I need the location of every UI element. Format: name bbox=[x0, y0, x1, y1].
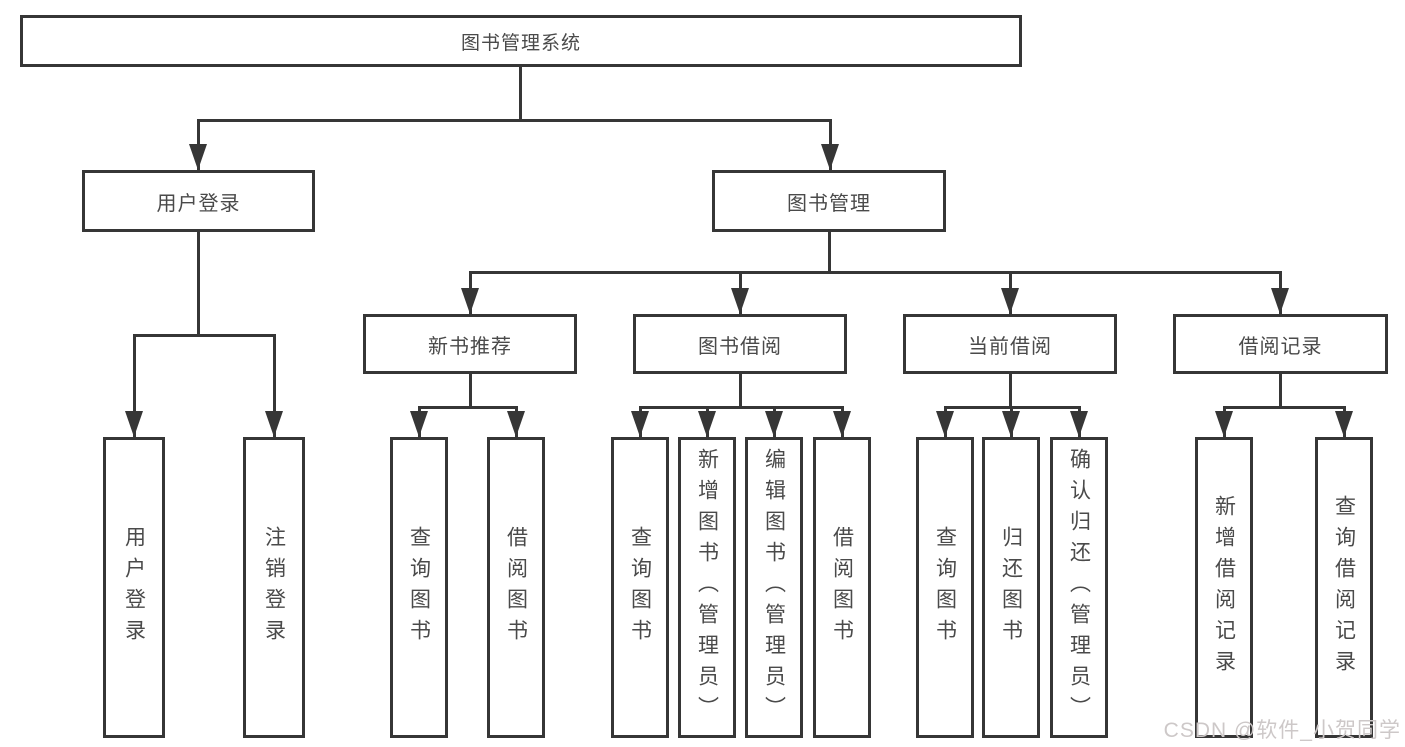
arrowhead-icon bbox=[1271, 288, 1289, 314]
connector-book-borrow-stem bbox=[739, 374, 742, 408]
connector-book-management-stem bbox=[828, 232, 831, 273]
node-leaf-edit-books-admin: 编辑图书（管理员） bbox=[745, 437, 803, 738]
node-new-book-recommendation: 新书推荐 bbox=[363, 314, 577, 374]
arrowhead-icon bbox=[821, 144, 839, 170]
node-leaf-add-borrow-record: 新增借阅记录 bbox=[1195, 437, 1253, 738]
arrowhead-icon bbox=[461, 288, 479, 314]
connector-new-book-stem bbox=[469, 374, 472, 408]
node-borrowing-records: 借阅记录 bbox=[1173, 314, 1388, 374]
arrowhead-icon bbox=[507, 411, 525, 437]
connector-new-book-crossbar bbox=[418, 406, 518, 409]
node-leaf-user-login: 用户登录 bbox=[103, 437, 165, 738]
connector-root-stem bbox=[519, 67, 522, 120]
node-leaf-query-books-current: 查询图书 bbox=[916, 437, 974, 738]
arrowhead-icon bbox=[1070, 411, 1088, 437]
node-leaf-borrow-books: 借阅图书 bbox=[813, 437, 871, 738]
connector-drop-leaf-user-login bbox=[133, 334, 136, 437]
arrowhead-icon bbox=[1001, 288, 1019, 314]
arrowhead-icon bbox=[698, 411, 716, 437]
arrowhead-icon bbox=[833, 411, 851, 437]
arrowhead-icon bbox=[731, 288, 749, 314]
arrowhead-icon bbox=[410, 411, 428, 437]
node-current-borrowing: 当前借阅 bbox=[903, 314, 1117, 374]
node-leaf-query-books-borrowing: 查询图书 bbox=[611, 437, 669, 738]
node-book-management-branch: 图书管理 bbox=[712, 170, 946, 232]
connector-user-login-crossbar bbox=[133, 334, 276, 337]
arrowhead-icon bbox=[631, 411, 649, 437]
node-leaf-logout: 注销登录 bbox=[243, 437, 305, 738]
node-leaf-add-books-admin: 新增图书（管理员） bbox=[678, 437, 736, 738]
arrowhead-icon bbox=[125, 411, 143, 437]
node-leaf-borrow-books-recommend: 借阅图书 bbox=[487, 437, 545, 738]
node-leaf-confirm-return-admin: 确认归还（管理员） bbox=[1050, 437, 1108, 738]
arrowhead-icon bbox=[265, 411, 283, 437]
connector-user-login-stem bbox=[197, 232, 200, 336]
connector-book-borrow-crossbar bbox=[639, 406, 844, 409]
node-book-borrowing: 图书借阅 bbox=[633, 314, 847, 374]
connector-borrow-record-stem bbox=[1279, 374, 1282, 408]
arrowhead-icon bbox=[189, 144, 207, 170]
arrowhead-icon bbox=[936, 411, 954, 437]
csdn-watermark: CSDN @软件_小贺同学 bbox=[1163, 719, 1401, 742]
arrowhead-icon bbox=[1335, 411, 1353, 437]
connector-current-borrow-stem bbox=[1009, 374, 1012, 408]
node-library-management-system: 图书管理系统 bbox=[20, 15, 1022, 67]
node-leaf-query-books-recommend: 查询图书 bbox=[390, 437, 448, 738]
connector-root-crossbar bbox=[197, 119, 832, 122]
connector-book-management-crossbar bbox=[469, 271, 1282, 274]
node-user-login-branch: 用户登录 bbox=[82, 170, 315, 232]
arrowhead-icon bbox=[1215, 411, 1233, 437]
arrowhead-icon bbox=[765, 411, 783, 437]
node-leaf-query-borrow-record: 查询借阅记录 bbox=[1315, 437, 1373, 738]
connector-borrow-record-crossbar bbox=[1223, 406, 1346, 409]
arrowhead-icon bbox=[1002, 411, 1020, 437]
node-leaf-return-books: 归还图书 bbox=[982, 437, 1040, 738]
connector-drop-leaf-logout bbox=[273, 334, 276, 437]
